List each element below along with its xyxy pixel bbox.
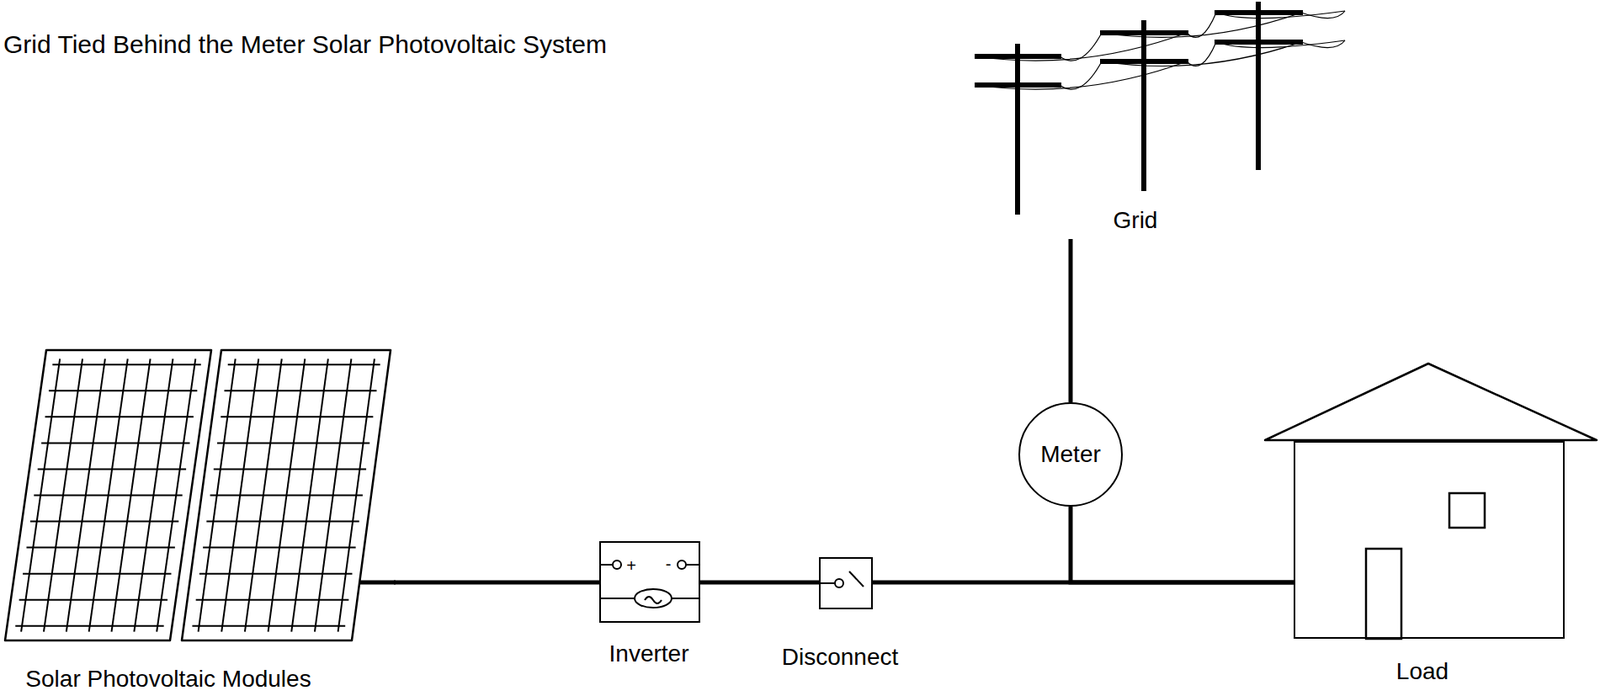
power-wire xyxy=(700,580,819,585)
panel-cells xyxy=(15,358,380,632)
meter-circle: Meter xyxy=(1018,402,1123,507)
node-label: Grid xyxy=(1113,207,1159,234)
label-holder: Solar Photovoltaic Modules xyxy=(25,666,311,693)
node-label: Load xyxy=(1396,659,1449,686)
solar-panel xyxy=(5,350,212,641)
node-label: Disconnect xyxy=(781,644,899,671)
power-wire xyxy=(1070,506,1294,583)
power-wire xyxy=(393,580,600,585)
utility-grid: Grid xyxy=(967,0,1351,240)
label-holder: Grid xyxy=(1113,207,1159,234)
panel-lead xyxy=(359,580,396,585)
utility-poles xyxy=(974,1,1303,215)
node-label: Solar Photovoltaic Modules xyxy=(25,666,311,693)
node-label: Inverter xyxy=(609,641,690,668)
terminal-sign: - xyxy=(665,555,672,573)
solar-array: Solar Photovoltaic Modules xyxy=(3,346,394,644)
house xyxy=(1265,363,1597,639)
text-holder: Meter xyxy=(1040,441,1101,468)
node-label: Meter xyxy=(1040,441,1101,468)
label-holder: Inverter xyxy=(609,641,690,668)
switch-symbol xyxy=(818,571,864,588)
label-holder: Disconnect xyxy=(781,644,899,671)
disconnect-box: Disconnect xyxy=(818,557,873,610)
inverter-box: Inverter xyxy=(599,541,701,623)
inverter-symbol xyxy=(599,560,701,608)
solar-panel xyxy=(181,350,391,641)
diagram-title: Grid Tied Behind the Meter Solar Photovo… xyxy=(3,30,607,59)
terminal-sign: + xyxy=(626,557,637,575)
label-holder: Load xyxy=(1396,659,1449,686)
load-house: Load xyxy=(1293,441,1565,639)
power-wires xyxy=(976,10,1345,90)
power-wire xyxy=(1068,239,1074,403)
